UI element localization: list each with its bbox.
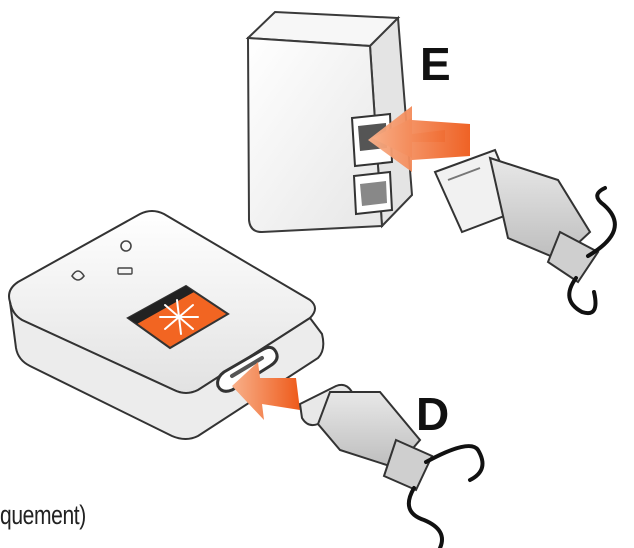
usb-wall-adapter-icon	[245, 10, 414, 234]
usb-cable-icon	[298, 383, 485, 548]
usb-cable-icon	[433, 148, 617, 315]
power-indicator-icon	[120, 240, 132, 252]
caption-text: quement)	[0, 500, 86, 530]
label-device: D	[416, 388, 449, 440]
insert-arrow-icon	[232, 362, 300, 420]
droplet-icon	[71, 270, 85, 281]
label-adapter: E	[420, 38, 451, 90]
battery-icon	[117, 267, 133, 275]
device-icon	[8, 210, 325, 440]
sun-icon	[159, 299, 199, 335]
insert-arrow-icon	[368, 106, 470, 172]
